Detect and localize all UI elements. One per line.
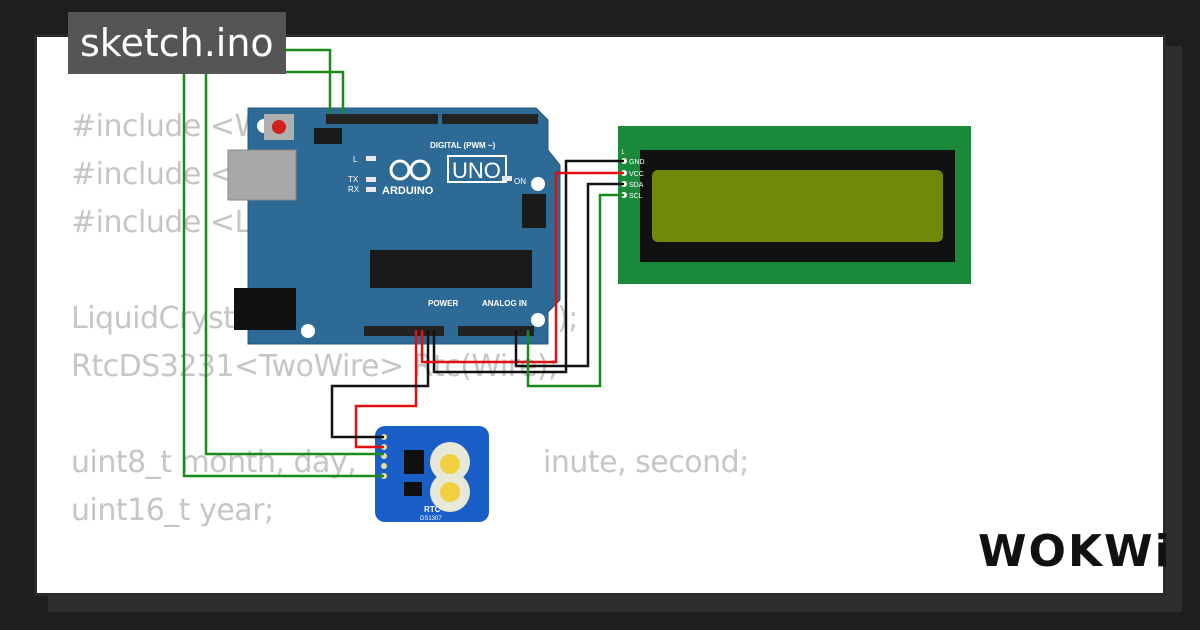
code-line-5-tail: ); (557, 301, 578, 336)
arduino-uno-board[interactable]: DIGITAL (PWM ~) UNO ARDUINO L TX RX ON P… (227, 107, 561, 345)
reset-button-cap[interactable] (272, 120, 286, 134)
led-on (502, 176, 512, 181)
atmega-chip (370, 250, 532, 288)
rtc-label: RTC (424, 505, 441, 514)
lcd-display[interactable]: 1 GND VCC SDA SCL (618, 126, 971, 284)
power-jack (234, 288, 296, 330)
wire-sda-lcd (514, 182, 624, 368)
code-line-2: #include < (71, 157, 235, 192)
mount-hole (301, 324, 315, 338)
code-line-8: uint8_t month, day, (71, 445, 357, 480)
analog-header (458, 326, 534, 336)
power-label: POWER (428, 299, 458, 308)
lcd-pin-label-gnd: GND (629, 159, 645, 166)
brand-label: ARDUINO (382, 185, 434, 197)
lcd-pin-label-vcc: VCC (629, 171, 644, 178)
rtc-chip-label: DS1307 (420, 516, 442, 522)
digital-header-right (442, 114, 538, 124)
icsp-header-2 (522, 194, 546, 228)
led-label-l: L (353, 155, 358, 164)
led-label-rx: RX (348, 185, 360, 194)
coin-cell (440, 454, 460, 474)
wokwi-logo: WOKWi (978, 526, 1172, 577)
digital-label: DIGITAL (PWM ~) (430, 141, 496, 150)
wire-vcc-lcd (420, 171, 624, 364)
wire-gnd-lcd (432, 159, 624, 374)
uno-logo-text: UNO ARDUINO (382, 155, 507, 197)
code-line-6: RtcDS3231<TwoWire> Rtc(Wire); (71, 349, 558, 384)
power-header (364, 326, 444, 336)
lcd-pin-label-scl: SCL (629, 193, 643, 200)
mount-hole (531, 177, 545, 191)
code-line-5: LiquidCryst (71, 301, 235, 336)
on-label: ON (514, 177, 526, 186)
code-line-9: uint16_t year; (71, 493, 274, 528)
lcd-screen (652, 170, 943, 242)
icsp-header (314, 128, 342, 144)
led-l (366, 156, 376, 161)
code-line-8-tail: inute, second; (543, 445, 749, 480)
wire-gnd-rtc (330, 330, 430, 439)
usb-port (227, 149, 297, 201)
led-tx (366, 177, 376, 182)
led-label-tx: TX (348, 175, 359, 184)
infinity-icon (389, 159, 411, 181)
analog-label: ANALOG IN (482, 299, 527, 308)
wire-vcc-rtc (354, 330, 418, 449)
file-tab[interactable]: sketch.ino (68, 12, 286, 74)
wire-scl-lcd (526, 193, 624, 388)
digital-header-left (326, 114, 438, 124)
rtc-module[interactable]: RTC DS1307 (375, 426, 489, 522)
lcd-pin-label-sda: SDA (629, 182, 644, 189)
rtc-chip (404, 450, 424, 474)
model-label: UNO (452, 158, 501, 183)
mount-hole (531, 313, 545, 327)
lcd-pin-one: 1 (621, 150, 625, 156)
crystal (404, 482, 422, 496)
led-rx (366, 187, 376, 192)
rtc-pin-scl[interactable] (381, 463, 387, 469)
